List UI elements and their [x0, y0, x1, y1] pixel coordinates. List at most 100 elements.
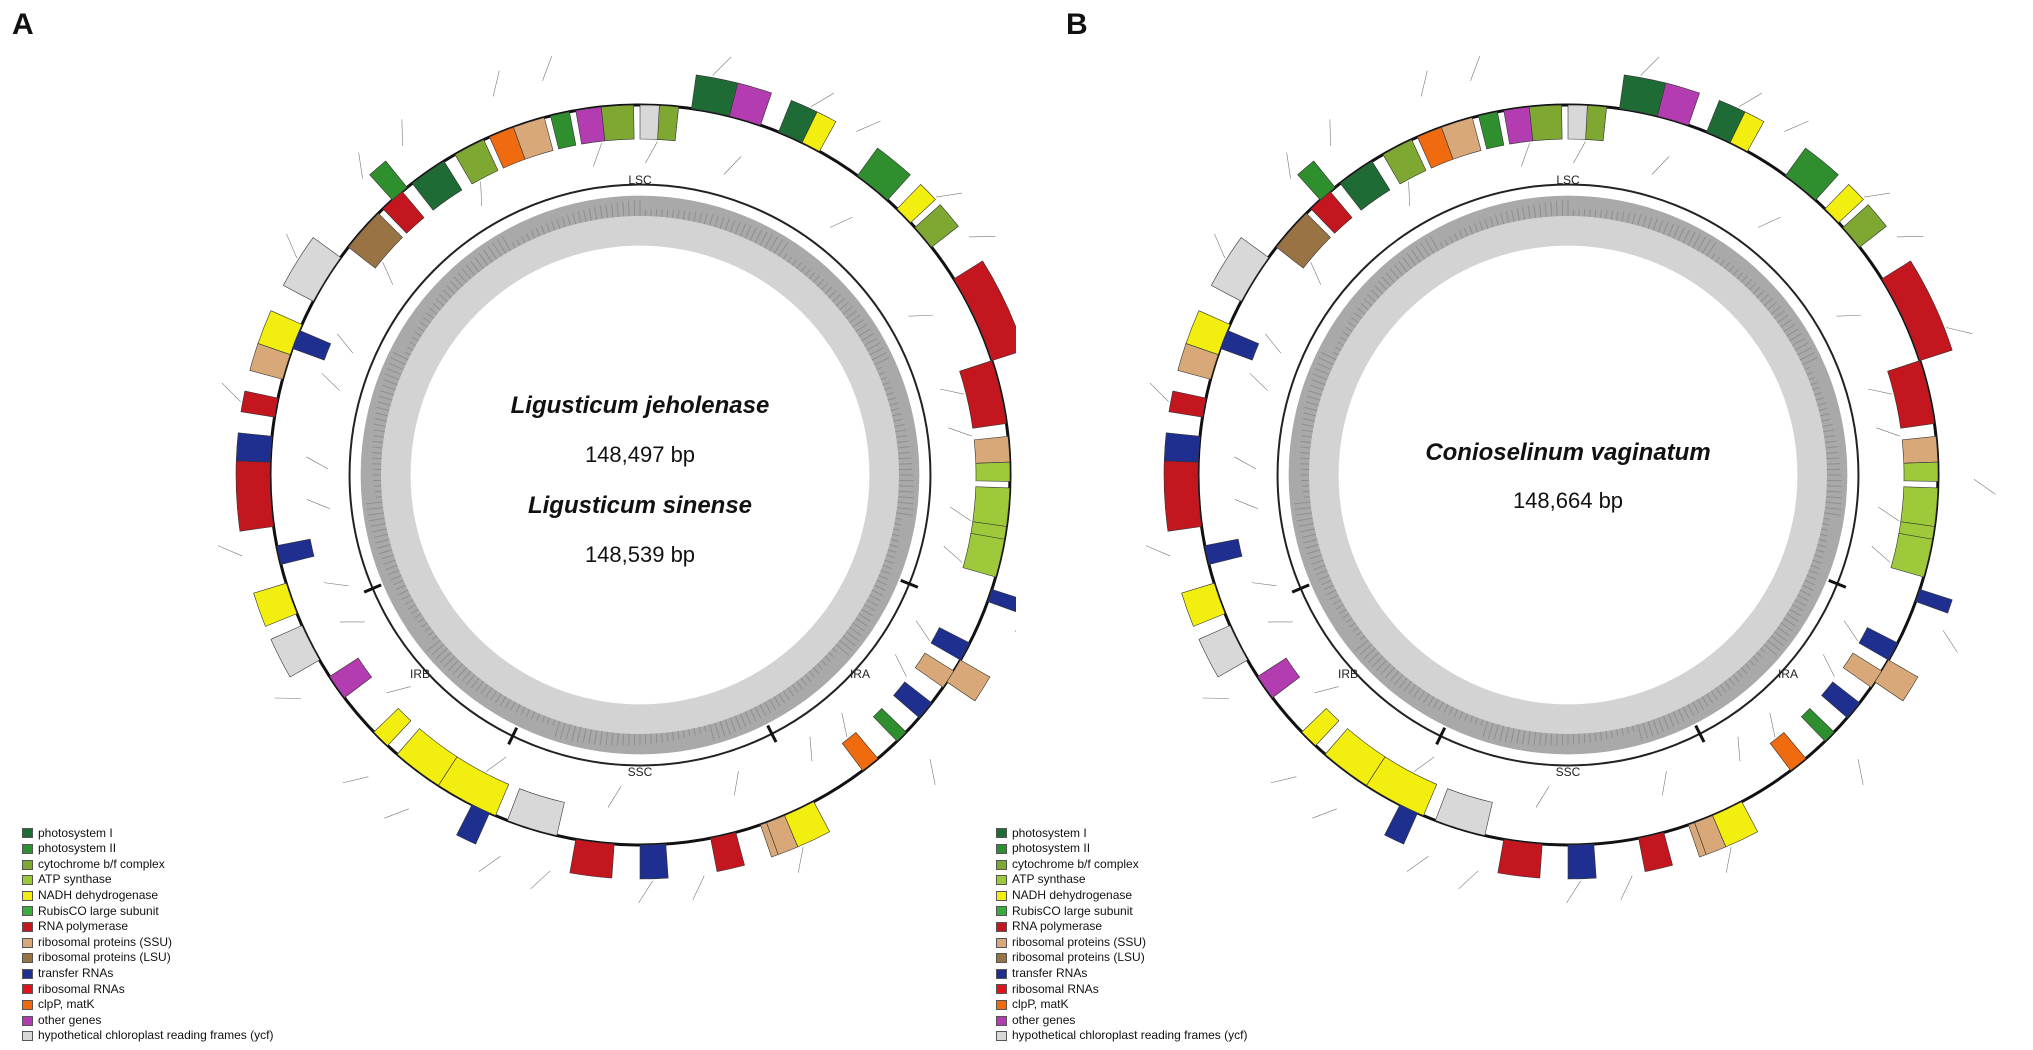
gene-connector [401, 119, 403, 146]
gene-block [282, 237, 342, 302]
gc-content-tick [1657, 220, 1664, 233]
gc-content-tick [1589, 733, 1591, 743]
legend-label: hypothetical chloroplast reading frames … [1012, 1028, 1248, 1043]
gc-content-tick [395, 584, 406, 591]
gc-content-tick [366, 506, 384, 511]
gc-content-tick [525, 709, 531, 718]
gc-content-tick [739, 223, 747, 237]
legend-swatch [22, 859, 33, 870]
gene-block [569, 839, 615, 879]
gc-content-tick [367, 512, 384, 516]
gene-block [1842, 204, 1887, 248]
gene-connector [486, 756, 507, 772]
legend-swatch [996, 968, 1007, 979]
gc-content-tick [1756, 651, 1762, 658]
gc-content-tick [1345, 617, 1353, 624]
gc-content-tick [1428, 696, 1435, 706]
gc-content-tick [1692, 701, 1700, 714]
gc-content-tick [1295, 512, 1312, 516]
gc-content-tick [1682, 229, 1691, 244]
gc-content-tick [796, 680, 803, 690]
gc-content-tick [1370, 289, 1380, 299]
gene-block [550, 111, 577, 150]
gc-content-tick [1826, 463, 1840, 465]
genome-length: 148,664 bp [1513, 488, 1623, 513]
legend-label: clpP, matK [1012, 997, 1069, 1012]
gene-connector [1408, 181, 1410, 207]
gc-content-tick [605, 731, 609, 746]
gene-connector [1535, 786, 1550, 808]
gc-content-tick [1818, 407, 1828, 412]
gene-connector [948, 427, 972, 437]
gc-content-tick [852, 319, 864, 328]
region-boundary-tick [900, 578, 919, 589]
gc-content-tick [377, 401, 391, 406]
legend-swatch [22, 1031, 33, 1042]
gc-content-tick [628, 201, 630, 217]
gc-content-tick [759, 231, 768, 246]
gc-content-tick [556, 219, 561, 229]
gc-content-tick [1710, 690, 1718, 700]
gc-content-tick [1701, 696, 1709, 707]
gc-content-tick [1544, 733, 1547, 746]
gene-connector [1620, 875, 1633, 900]
gc-content-tick [828, 651, 834, 658]
gc-content-tick [388, 569, 400, 576]
gc-content-tick [832, 647, 838, 653]
gc-content-tick [842, 635, 856, 647]
gc-content-tick [769, 236, 778, 251]
gc-content-tick [778, 693, 786, 704]
gc-content-tick [1424, 239, 1435, 254]
gc-content-tick [816, 663, 823, 670]
gc-content-tick [1823, 517, 1830, 520]
species-name: Ligusticum jeholenase [511, 392, 770, 419]
legend-swatch [996, 984, 1007, 995]
gc-content-tick [1301, 429, 1313, 433]
gc-content-tick [1438, 701, 1444, 711]
legend-swatch [996, 953, 1007, 964]
gc-content-tick [894, 424, 905, 427]
gc-content-tick [1493, 724, 1499, 741]
gc-content-tick [1484, 219, 1489, 229]
gene-block [240, 390, 279, 418]
gc-content-tick [1808, 569, 1819, 575]
region-label: LSC [1556, 173, 1580, 187]
gene-connector [809, 736, 813, 762]
gc-content-tick [1326, 589, 1337, 596]
gene-block [760, 822, 779, 858]
gc-content-tick [1302, 418, 1315, 422]
gene-connector [1573, 141, 1586, 164]
gc-content-tick [861, 608, 874, 617]
gene-connector [1566, 880, 1582, 904]
gc-content-tick [414, 331, 422, 337]
legend-swatch [996, 890, 1007, 901]
legend-item: transfer RNAs [996, 966, 1247, 982]
legend-swatch [22, 1015, 33, 1026]
gc-content-tick [432, 303, 441, 311]
gc-content-tick [1815, 549, 1825, 553]
gc-content-tick [1667, 223, 1675, 237]
gc-content-tick [1306, 395, 1321, 401]
gc-content-tick [1300, 446, 1311, 449]
gc-content-tick [1599, 731, 1603, 741]
gc-content-tick [1826, 451, 1839, 454]
gc-content-tick [487, 245, 498, 260]
gc-content-tick [820, 282, 829, 291]
gc-content-tick [435, 647, 448, 660]
gene-connector [530, 870, 551, 890]
gc-content-tick [1335, 604, 1344, 610]
gc-content-tick [1464, 713, 1469, 721]
gc-content-tick [1337, 341, 1344, 346]
gc-content-tick [842, 306, 853, 315]
gc-content-tick [1797, 347, 1812, 356]
gc-content-tick [390, 357, 406, 366]
gc-content-tick [1822, 523, 1829, 526]
gene-connector [306, 499, 330, 509]
gc-content-tick [1556, 201, 1558, 217]
gene-connector [384, 808, 409, 819]
gc-content-tick [898, 490, 914, 493]
legend-swatch [22, 890, 33, 901]
quadrant-circle [348, 183, 932, 767]
gc-content-tick [861, 332, 875, 342]
